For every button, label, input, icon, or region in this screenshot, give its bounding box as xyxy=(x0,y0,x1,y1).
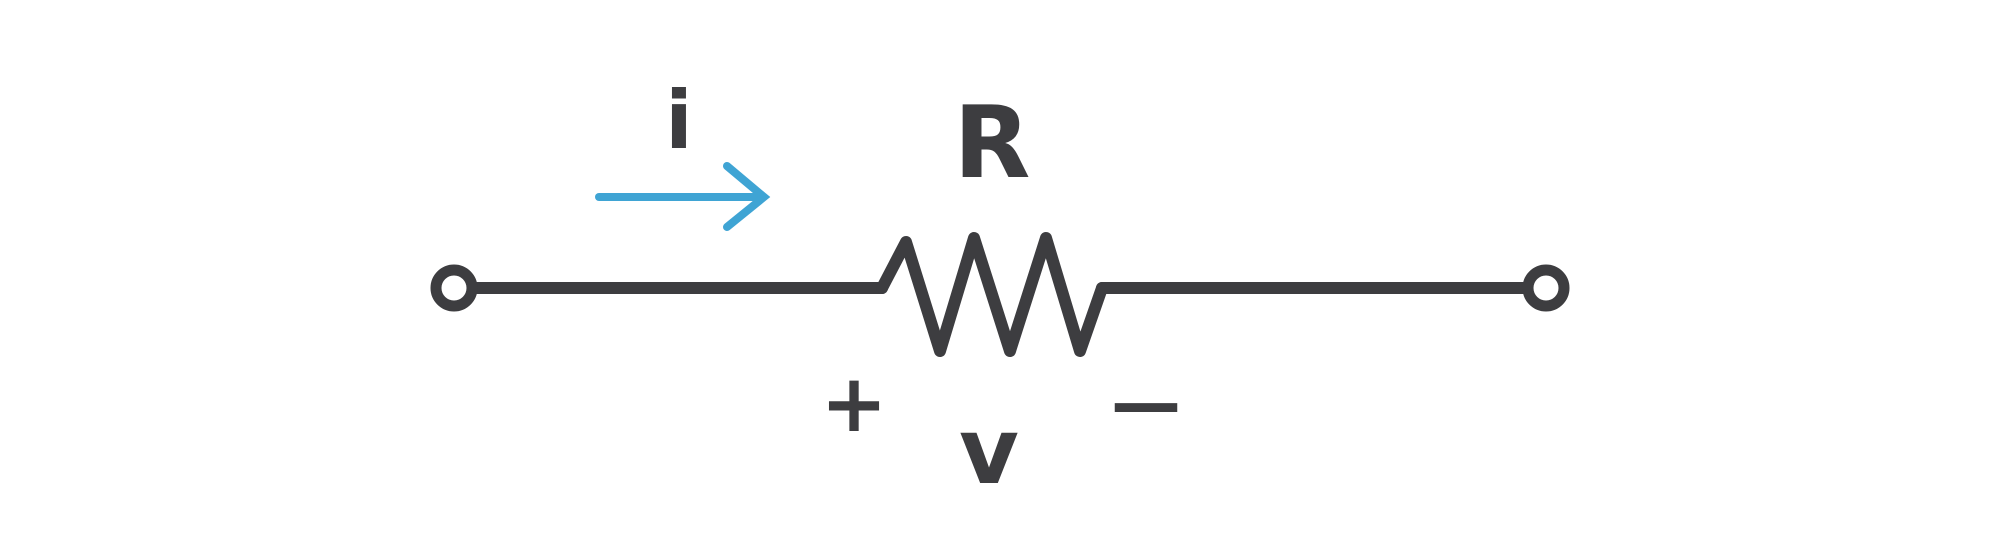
current-label: i xyxy=(665,74,692,167)
plus-sign: + xyxy=(820,357,887,450)
left-terminal xyxy=(430,264,478,312)
resistance-label: R xyxy=(953,84,1030,201)
right-terminal xyxy=(1522,264,1570,312)
resistor-zigzag xyxy=(876,232,1108,357)
current-arrow xyxy=(595,162,771,231)
minus-sign: — xyxy=(1111,362,1181,444)
voltage-label: v xyxy=(959,398,1019,505)
current-arrow-head xyxy=(723,162,771,231)
